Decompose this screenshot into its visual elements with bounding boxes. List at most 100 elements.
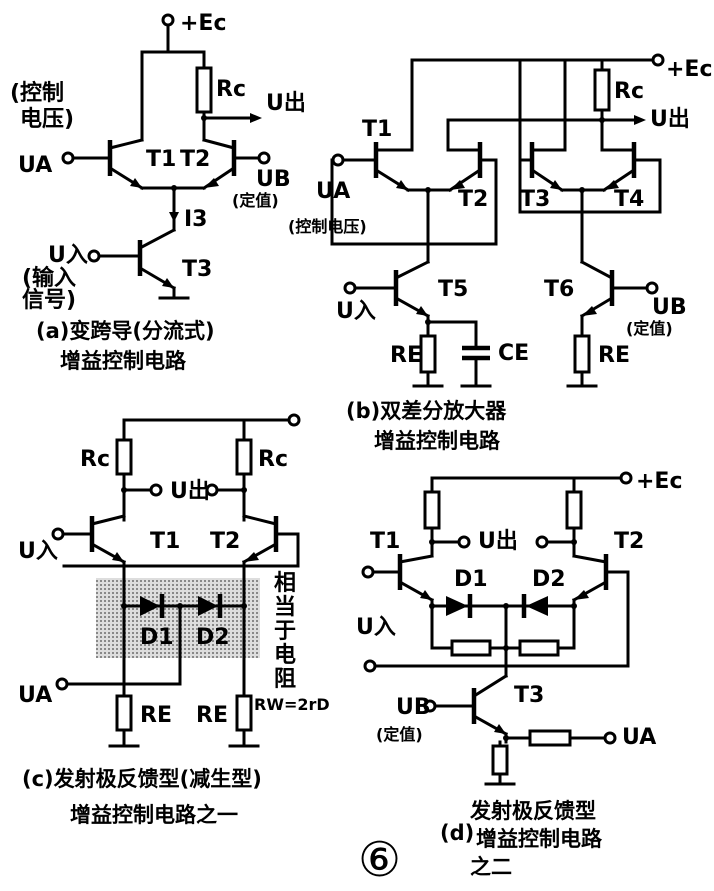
t1-label-d: T1 <box>370 529 400 554</box>
transistor-t4-b <box>600 142 637 193</box>
input-signal-label-a2: 信号) <box>22 287 76 313</box>
d1-label-d: D1 <box>454 567 488 592</box>
equiv-resistor-label-c-1: 当 <box>274 595 296 620</box>
caption-d-prefix: (d) <box>440 821 474 845</box>
supply-label-b: +Ec <box>666 57 713 82</box>
ua-label-d: UA <box>622 725 656 750</box>
caption-d-line2: 增益控制电路 <box>476 827 603 851</box>
rc-label-c-right: Rc <box>258 447 288 472</box>
u-in-label-a: U入 <box>48 243 88 268</box>
supply-label-a: +Ec <box>180 11 227 36</box>
u-in-terminal-d <box>361 565 375 579</box>
re-label-c-left: RE <box>140 703 172 728</box>
ua-terminal-d <box>603 731 617 745</box>
out-terminal-d-right <box>535 535 549 549</box>
i3-label-a: I3 <box>184 207 208 232</box>
aux-terminal-d <box>363 659 377 673</box>
circuit-b: +Ec Rc U出 T1 UA (控制电压) <box>288 53 713 453</box>
rc-resistor-c-left <box>115 438 133 476</box>
balance-resistor-d-left <box>450 639 492 657</box>
caption-d-line3: 之二 <box>470 855 512 879</box>
t2-label-c: T2 <box>210 529 240 554</box>
u-in-terminal-c <box>51 527 65 541</box>
ub-terminal-b <box>645 281 659 295</box>
out-label-c: U出 <box>170 479 210 504</box>
out-terminal-c <box>149 483 163 497</box>
ub-terminal-a <box>257 151 271 165</box>
re-resistor-c-right <box>235 694 253 732</box>
re-resistor-b-right <box>573 334 591 374</box>
feedback-resistor-d <box>528 729 572 747</box>
supply-terminal-a <box>161 13 175 27</box>
equiv-resistor-label-c-2: 于 <box>274 619 296 644</box>
fixed-value-label-d: (定值) <box>376 725 423 744</box>
ce-label-b: CE <box>498 341 529 366</box>
transistor-t1-b <box>373 142 414 193</box>
rc-resistor-b <box>593 68 611 112</box>
d2-label-d: D2 <box>532 567 566 592</box>
t2-label-b: T2 <box>458 187 488 212</box>
caption-c-line1: (c)发射极反馈型(减生型) <box>22 767 262 791</box>
transistor-t3-b <box>529 142 567 193</box>
caption-b-line1: (b)双差分放大器 <box>346 399 507 423</box>
supply-label-d: +Ec <box>636 469 683 494</box>
circuit-c: Rc Rc U出 U入 T1 T2 <box>18 413 330 827</box>
t6-label-b: T6 <box>544 277 574 302</box>
transistor-t2-b <box>446 142 483 193</box>
ua-terminal-b <box>331 153 345 167</box>
balance-resistor-d-right <box>518 639 560 657</box>
re-label-c-right: RE <box>196 703 228 728</box>
control-voltage-label-a1: (控制 <box>10 80 64 106</box>
t3-label-b: T3 <box>520 187 550 212</box>
out-label-a: U出 <box>266 91 306 116</box>
caption-b-line2: 增益控制电路 <box>374 429 501 453</box>
caption-d-line1: 发射极反馈型 <box>469 799 596 823</box>
ub-label-d: UB <box>396 695 431 720</box>
re-resistor-b-left <box>419 334 437 374</box>
t3-label-d: T3 <box>514 683 544 708</box>
transistor-t1-a <box>107 138 145 191</box>
diode-d2-c <box>198 594 223 618</box>
transistor-t1-d <box>397 554 435 603</box>
re-label-b-right: RE <box>598 343 630 368</box>
diode-d1-d <box>446 594 473 618</box>
t2-label-d: T2 <box>614 529 644 554</box>
t4-label-b: T4 <box>614 187 644 212</box>
rc-resistor-c-right <box>235 438 253 476</box>
out-label-d: U出 <box>478 529 518 554</box>
re-label-b-left: RE <box>390 343 422 368</box>
ua-terminal-c <box>55 677 69 691</box>
supply-terminal-c <box>287 413 301 427</box>
rc-label-c-left: Rc <box>80 447 110 472</box>
diode-d1-c <box>140 594 165 618</box>
supply-terminal-d <box>619 471 633 485</box>
fixed-value-label-b: (定值) <box>626 319 673 338</box>
caption-a-line1: (a)变跨导(分流式) <box>36 319 215 343</box>
d2-label-c: D2 <box>196 625 230 650</box>
rc-label-b: Rc <box>614 79 644 104</box>
ua-terminal-a <box>61 151 75 165</box>
equiv-resistor-label-c-0: 相 <box>274 571 296 596</box>
emitter-resistor-d <box>491 744 509 776</box>
caption-c-line2: 增益控制电路之一 <box>70 803 238 827</box>
supply-terminal-b <box>651 53 665 67</box>
ub-label-a: UB <box>256 167 291 192</box>
re-resistor-c-left <box>115 694 133 732</box>
ua-label-a: UA <box>18 153 52 178</box>
equivalent-resistor-shade-c <box>96 578 260 658</box>
transistor-t5-b <box>393 259 431 319</box>
transistor-t6-b <box>579 259 615 319</box>
u-in-terminal-a <box>87 249 101 263</box>
transistor-t3-a <box>137 227 177 291</box>
fixed-value-label-a: (定值) <box>232 191 279 210</box>
control-voltage-label-b: (控制电压) <box>288 217 367 236</box>
u-in-label-d: U入 <box>356 615 396 640</box>
equiv-resistor-label-c-4: 阻 <box>274 667 296 692</box>
ub-label-b: UB <box>652 295 687 320</box>
ub-terminal-d <box>423 699 437 713</box>
u-in-label-c: U入 <box>18 539 58 564</box>
equiv-resistor-label-c-3: 电 <box>274 643 296 668</box>
t1-label-b: T1 <box>362 117 392 142</box>
